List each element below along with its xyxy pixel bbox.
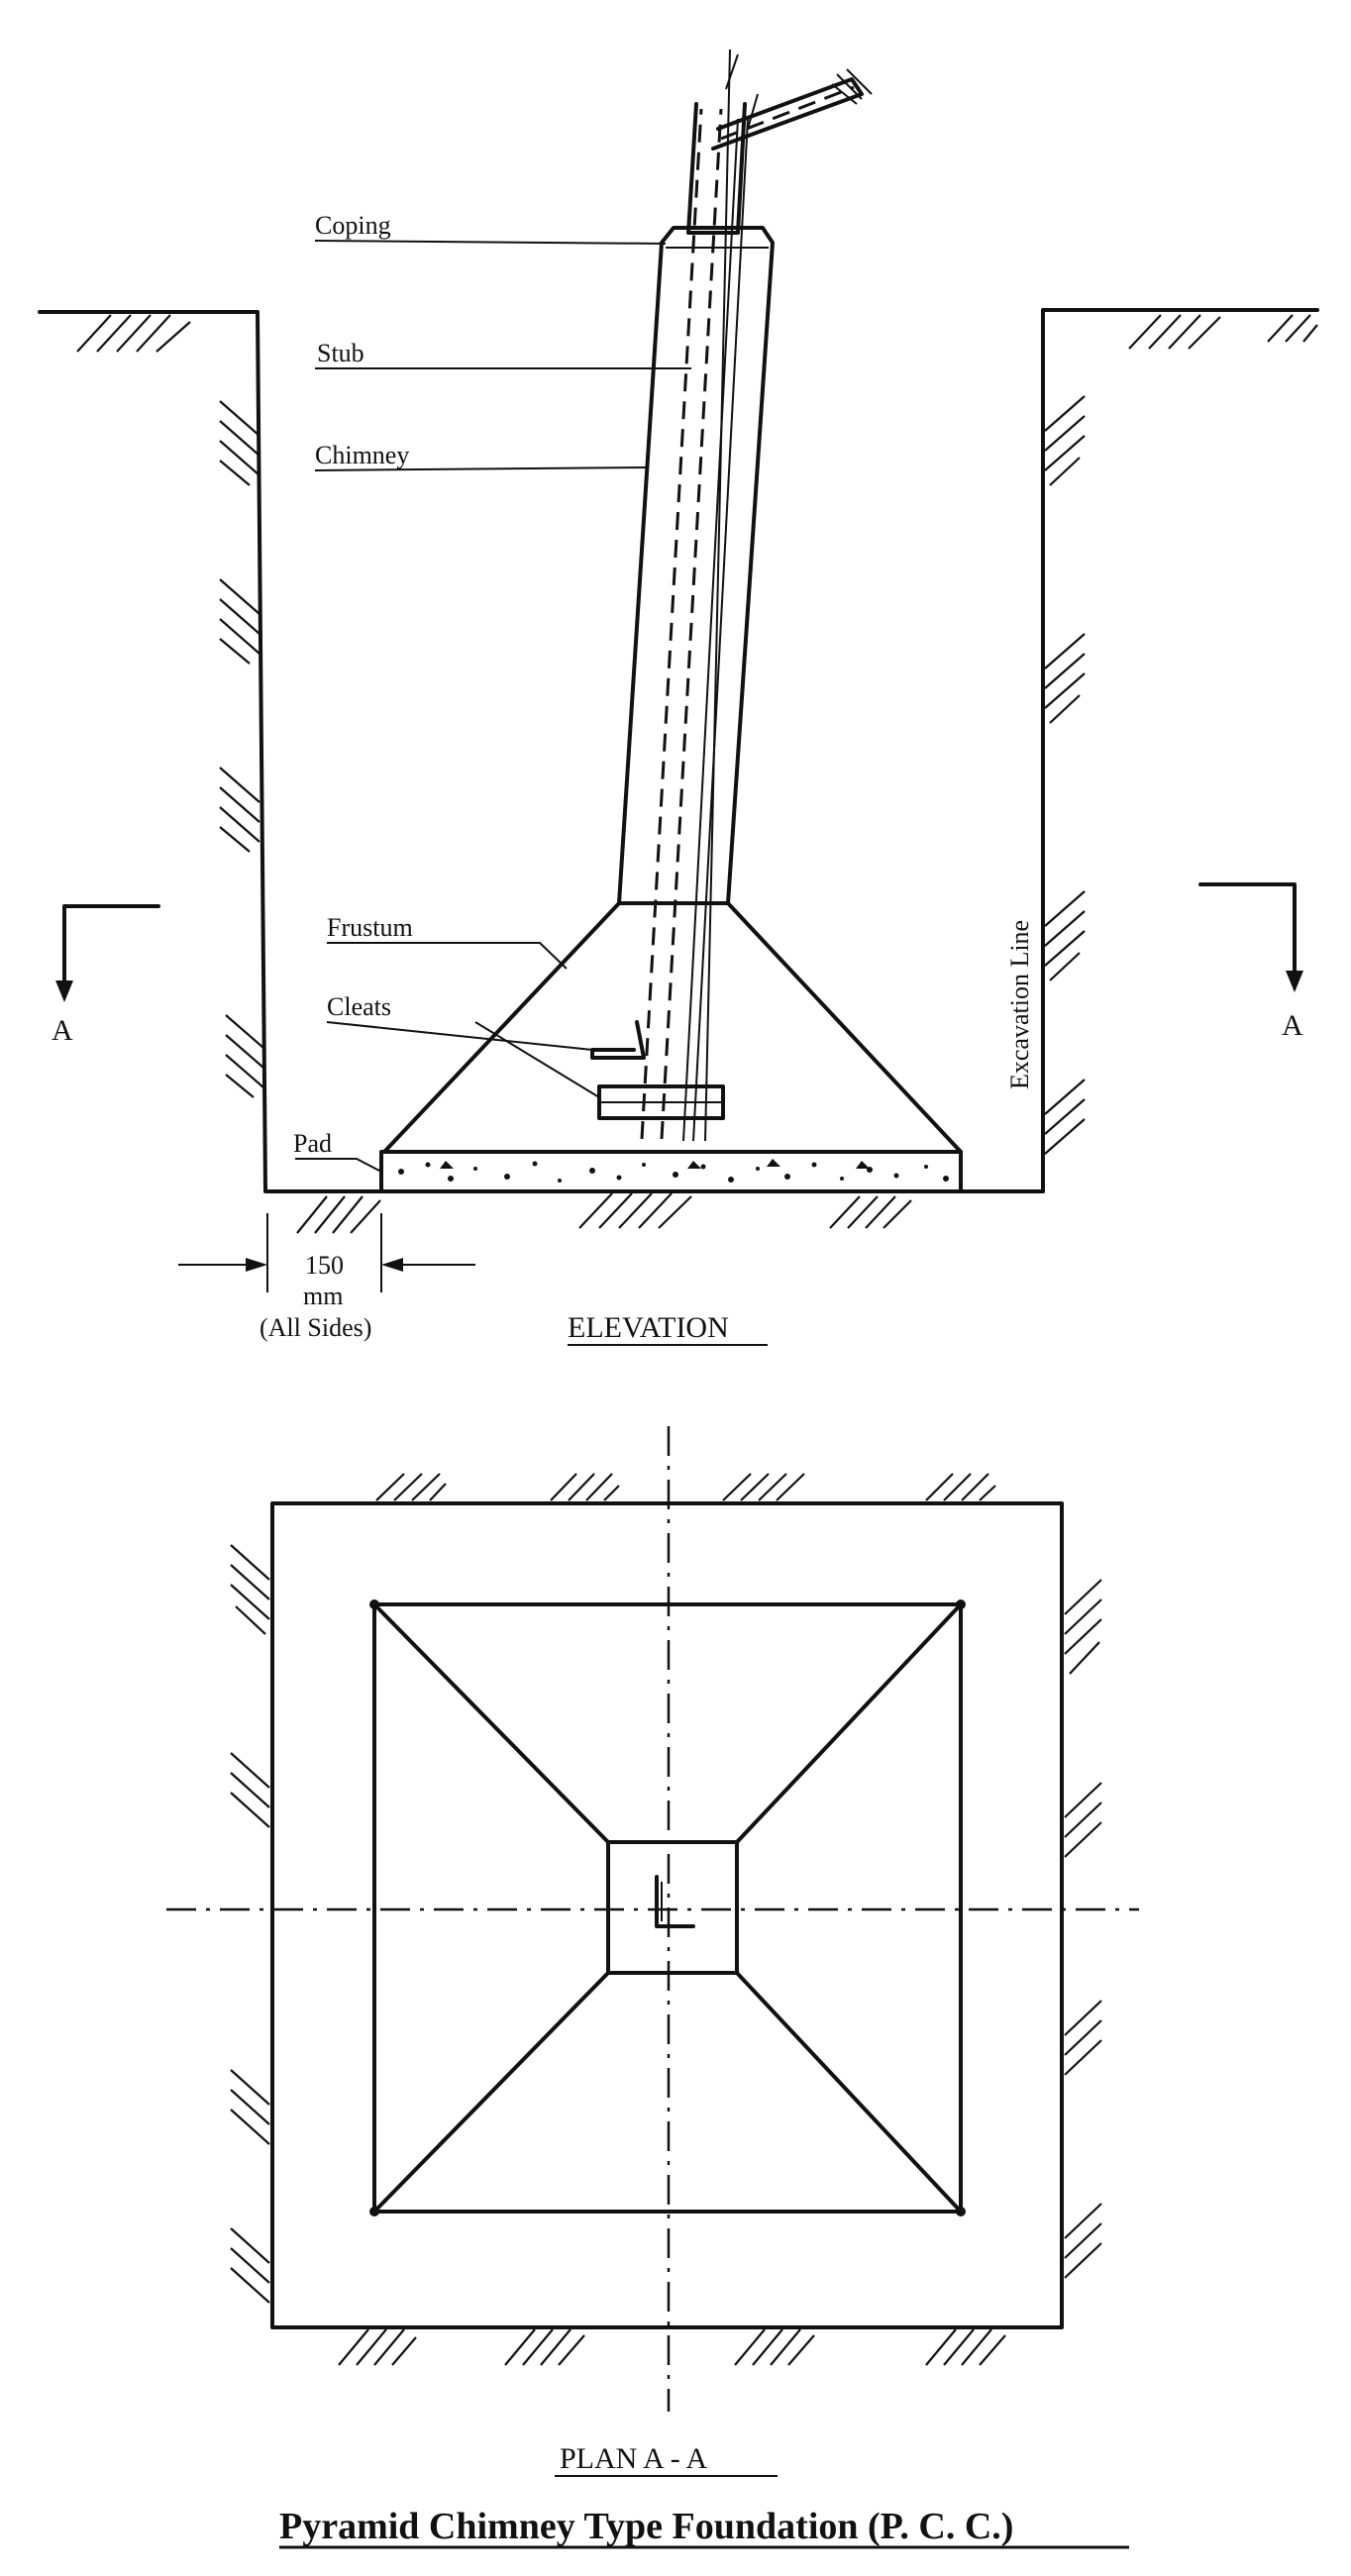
label-pad: Pad <box>293 1129 332 1158</box>
plan-hatch-bottom <box>338 2328 1006 2366</box>
ground-hatch-top <box>76 314 1318 353</box>
leader-lines <box>295 240 691 1173</box>
label-chimney: Chimney <box>315 441 409 469</box>
stub <box>640 49 873 1142</box>
plan-corner-dots <box>369 1599 966 2216</box>
dimension-unit: mm <box>303 1282 343 1310</box>
drawing-title: Pyramid Chimney Type Foundation (P. C. C… <box>279 2506 1013 2547</box>
section-marker-right: A <box>1198 882 1303 1042</box>
label-cleats: Cleats <box>327 992 391 1021</box>
dimension-note: (All Sides) <box>260 1313 371 1342</box>
plan-hatch-right <box>1064 1579 1102 2279</box>
chimney <box>617 226 775 905</box>
section-label-right: A <box>1282 1009 1303 1042</box>
plan-excavation-outline <box>270 1501 1064 2329</box>
ground-hatch-left-wall <box>219 400 264 1098</box>
plan-chimney-square <box>606 1840 739 1975</box>
section-marker-left: A <box>52 904 160 1047</box>
label-stub: Stub <box>317 339 364 367</box>
cleats <box>590 1020 725 1120</box>
pad-aggregate <box>398 1159 949 1183</box>
label-frustum: Frustum <box>327 913 413 942</box>
plan-frustum-edges <box>372 1602 963 2214</box>
plan-caption: PLAN A - A <box>560 2442 708 2475</box>
plan-stub-angle <box>655 1875 695 1928</box>
section-label-left: A <box>52 1014 73 1047</box>
plan-hatch-top <box>375 1473 996 1501</box>
elevation-caption: ELEVATION <box>568 1311 729 1344</box>
plan-hatch-left <box>230 1544 270 2304</box>
elevation-view: Coping Stub Chimney Frustum Cleats Pad E… <box>38 49 1319 1346</box>
ground-hatch-bottom <box>296 1192 912 1234</box>
ground-hatch-right-wall <box>1044 395 1086 1155</box>
plan-view: PLAN A - A <box>166 1426 1139 2477</box>
label-excavation-line: Excavation Line <box>1005 920 1034 1089</box>
dimension-value: 150 <box>305 1251 344 1280</box>
frustum <box>382 901 963 1154</box>
label-coping: Coping <box>315 211 391 240</box>
pad <box>379 1150 963 1193</box>
dimension-150mm: 150 mm (All Sides) <box>178 1213 475 1342</box>
